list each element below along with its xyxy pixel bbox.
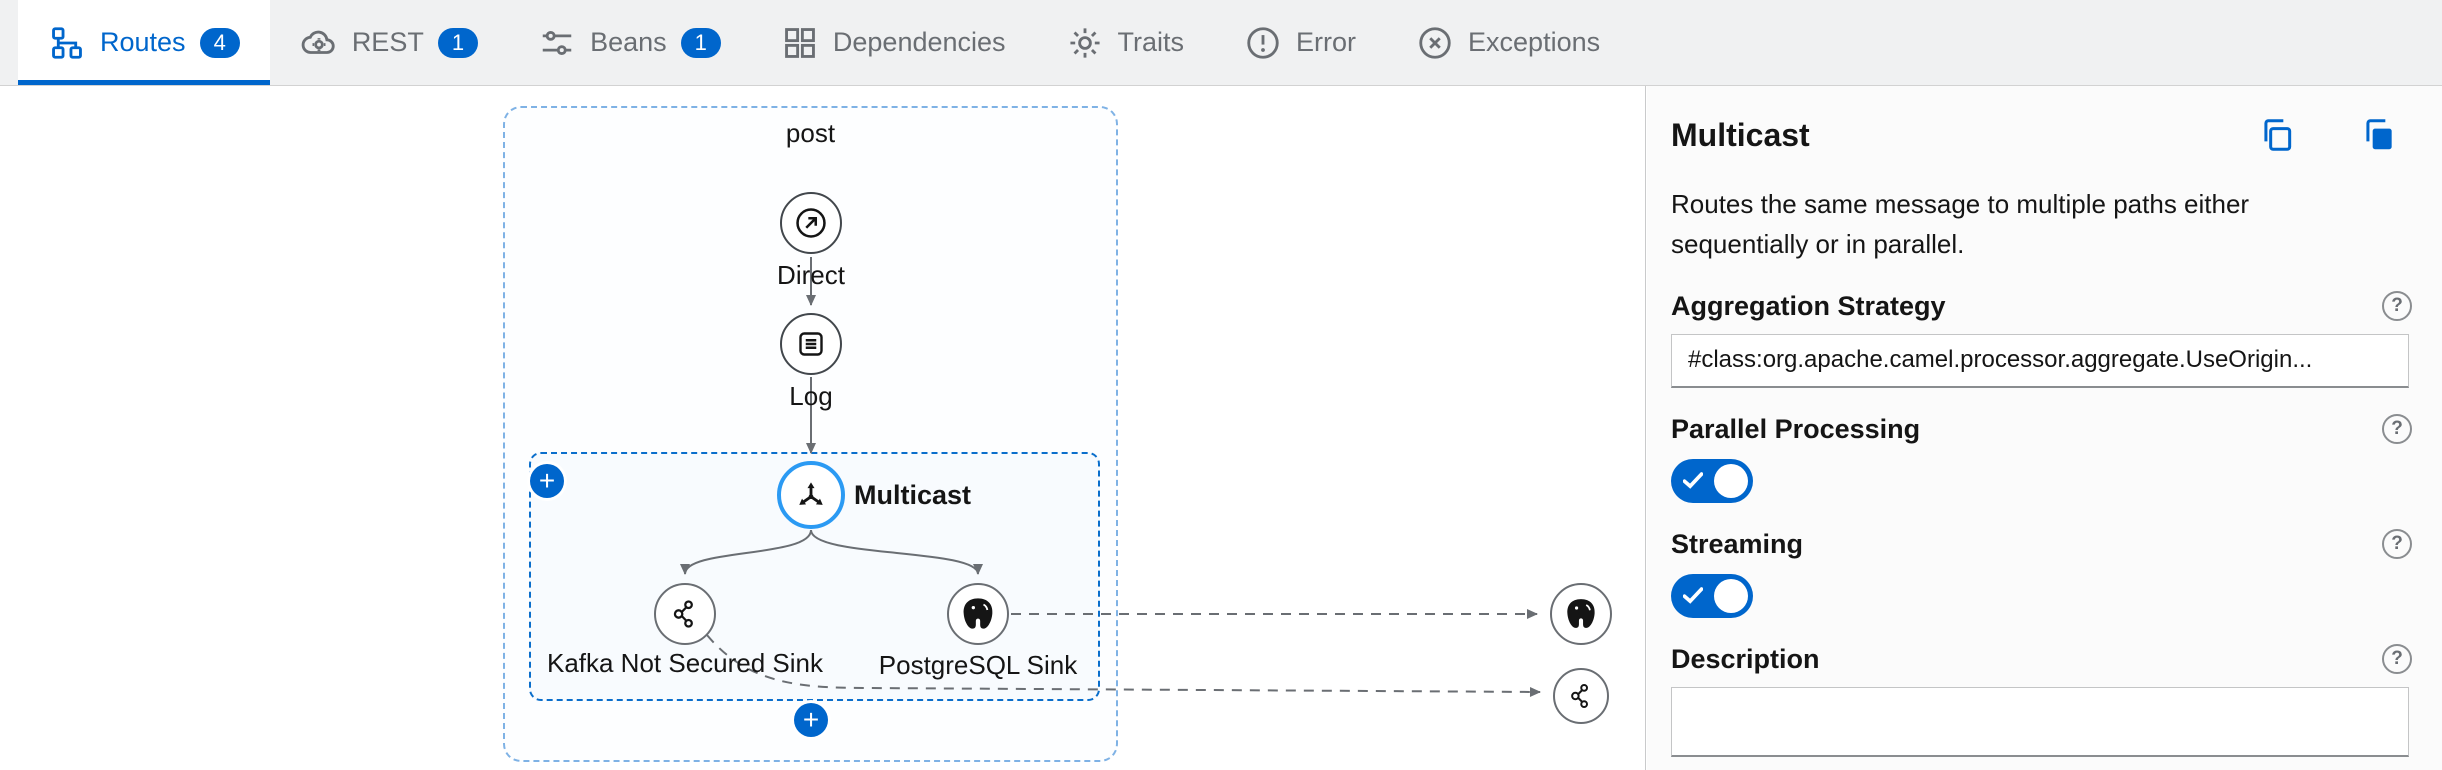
aggregation-strategy-input[interactable]	[1671, 333, 2409, 388]
node-kafka-target[interactable]	[1553, 668, 1609, 724]
node-multicast-selected[interactable]	[777, 461, 845, 529]
log-icon	[799, 332, 823, 356]
tab-bar: Routes 4 REST 1 Beans 1 Dependencies Tra…	[0, 0, 2442, 86]
route-group-label: post	[785, 118, 836, 148]
beans-count-badge: 1	[680, 27, 721, 58]
node-label-postgres-sink: PostgreSQL Sink	[878, 650, 1078, 680]
multicast-icon	[799, 482, 823, 505]
error-icon	[1247, 26, 1279, 59]
tab-dependencies[interactable]: Dependencies	[751, 0, 1036, 85]
node-direct[interactable]	[780, 192, 842, 254]
canvas[interactable]: post Direct Log	[0, 86, 1646, 770]
check-icon	[1683, 586, 1703, 604]
tab-traits[interactable]: Traits	[1036, 0, 1215, 85]
check-icon	[1683, 471, 1703, 489]
help-icon[interactable]: ?	[2382, 291, 2412, 322]
parallel-processing-label: Parallel Processing	[1671, 413, 1921, 444]
postgresql-icon	[963, 598, 993, 629]
tab-label: Dependencies	[832, 27, 1006, 57]
tab-label: REST	[351, 27, 424, 57]
tab-routes[interactable]: Routes 4	[18, 0, 270, 85]
tab-label: Traits	[1117, 27, 1185, 57]
paste-icon[interactable]	[2360, 116, 2398, 154]
kafka-icon	[1571, 684, 1588, 709]
panel-title: Multicast	[1671, 116, 1810, 153]
aggregation-strategy-label: Aggregation Strategy	[1671, 290, 1946, 321]
dependencies-icon	[785, 27, 815, 58]
description-textarea[interactable]	[1671, 686, 2409, 757]
tab-rest[interactable]: REST 1	[270, 0, 508, 85]
node-label-log: Log	[789, 381, 833, 411]
exceptions-icon	[1419, 26, 1451, 59]
beans-icon	[542, 30, 572, 55]
properties-panel: Multicast Routes the same message to mul…	[1647, 86, 2442, 770]
field-row-parallel-processing: Parallel Processing ?	[1671, 414, 2412, 445]
streaming-toggle[interactable]	[1671, 573, 1753, 618]
add-step-button-top[interactable]: +	[530, 464, 564, 498]
tab-label: Routes	[100, 27, 186, 57]
panel-description: Routes the same message to multiple path…	[1671, 189, 2250, 260]
toggle-knob	[1714, 578, 1748, 613]
description-label: Description	[1671, 643, 1820, 674]
tab-beans[interactable]: Beans 1	[508, 0, 751, 85]
direct-icon	[796, 208, 826, 238]
tab-label: Error	[1296, 27, 1357, 57]
help-icon[interactable]: ?	[2382, 414, 2412, 445]
node-label-kafka-sink: Kafka Not Secured Sink	[546, 648, 824, 678]
postgresql-icon	[1567, 599, 1595, 628]
copy-icon[interactable]	[2258, 116, 2296, 154]
node-label-multicast: Multicast	[854, 480, 972, 510]
toggle-knob	[1714, 463, 1748, 498]
routes-count-badge: 4	[199, 27, 240, 58]
field-row-description: Description ?	[1671, 644, 2412, 675]
panel-header: Multicast	[1671, 116, 2412, 154]
field-row-aggregation-strategy: Aggregation Strategy ?	[1671, 291, 2412, 322]
traits-icon	[1069, 27, 1100, 58]
tab-label: Exceptions	[1468, 27, 1601, 57]
rest-count-badge: 1	[437, 27, 479, 58]
help-icon[interactable]: ?	[2382, 644, 2412, 675]
routes-icon	[52, 26, 82, 59]
panel-header-actions	[2258, 116, 2398, 154]
tab-label: Beans	[590, 27, 667, 57]
node-postgres-target[interactable]	[1550, 583, 1612, 645]
node-postgres-sink[interactable]	[947, 583, 1009, 645]
node-kafka-sink[interactable]	[654, 583, 716, 645]
node-log[interactable]	[780, 313, 842, 375]
streaming-label: Streaming	[1671, 528, 1804, 559]
add-step-button-bottom[interactable]: +	[794, 703, 828, 737]
tab-error[interactable]: Error	[1214, 0, 1386, 85]
node-label-direct: Direct	[777, 260, 845, 290]
field-row-streaming: Streaming ?	[1671, 529, 2412, 560]
tab-exceptions[interactable]: Exceptions	[1386, 0, 1630, 85]
help-icon[interactable]: ?	[2382, 529, 2412, 560]
kafka-icon	[673, 600, 693, 628]
parallel-processing-toggle[interactable]	[1671, 458, 1753, 503]
rest-icon	[301, 30, 335, 54]
